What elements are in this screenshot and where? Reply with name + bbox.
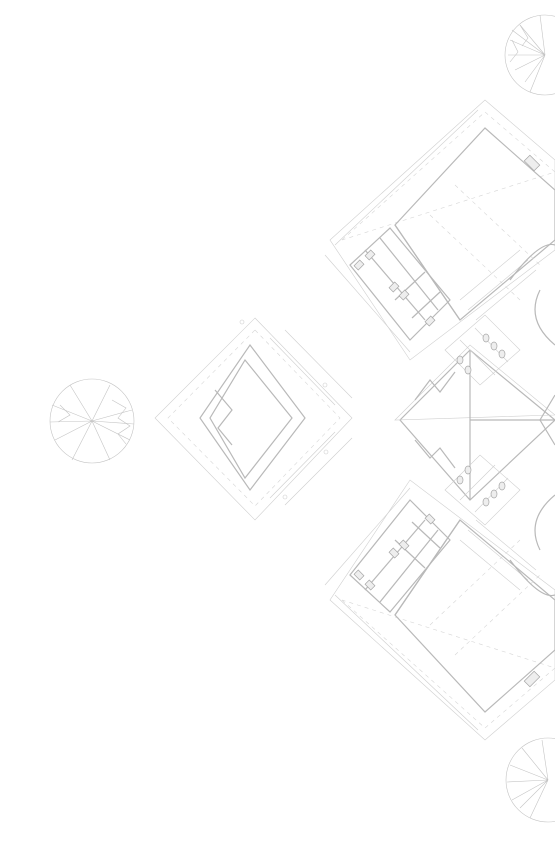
building-lower-wing [324,479,555,741]
tree-symbol-bottom-right [505,737,555,823]
building-upper-wing [324,99,555,361]
building-central-core [394,314,555,526]
tree-symbol-top-right [504,14,555,96]
pavilion-plan [154,317,353,521]
tree-symbol-left [49,378,135,464]
